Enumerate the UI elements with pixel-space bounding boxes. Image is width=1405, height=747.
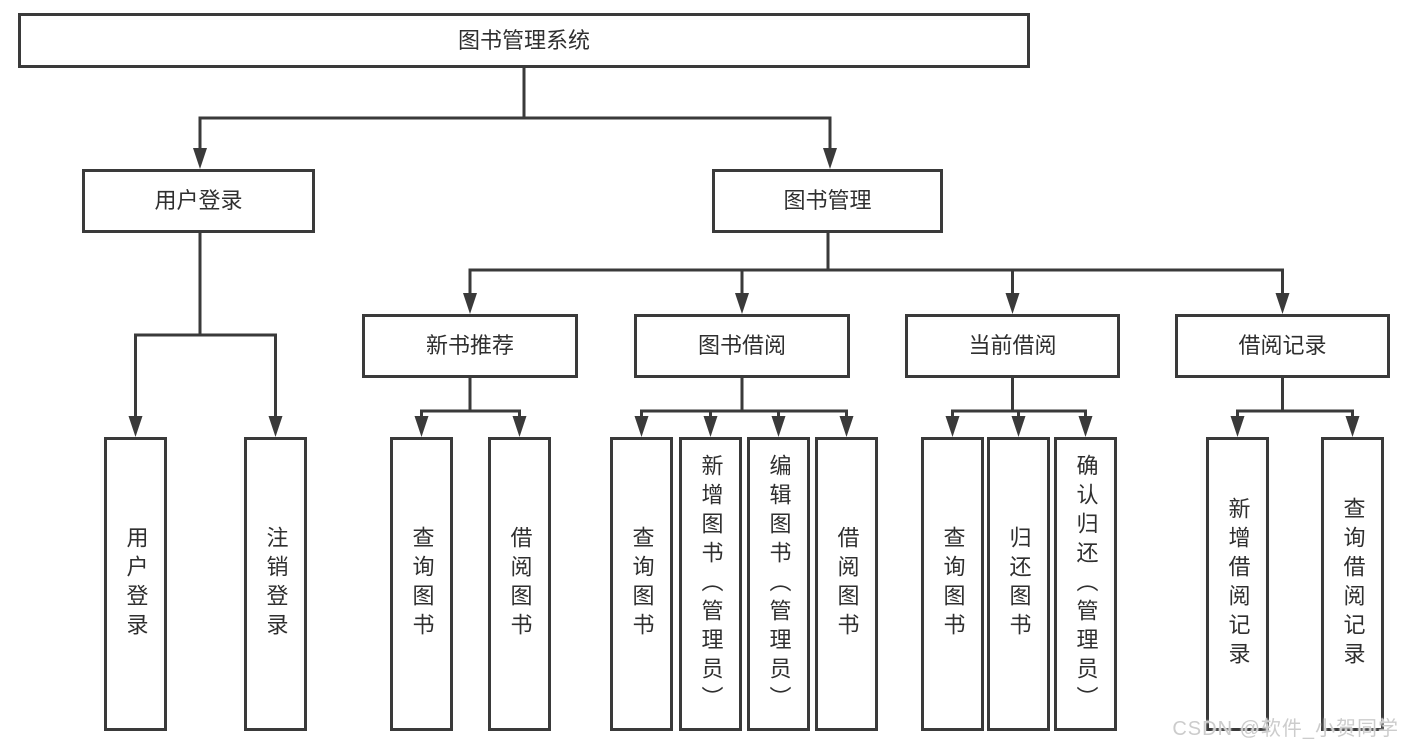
node-current-borrow: 当前借阅 [905,314,1120,378]
node-label: 编辑图书（管理员） [766,453,792,715]
node-label: 借阅图书 [834,526,860,642]
leaf-add-books-admin: 新增图书（管理员） [679,437,742,731]
connector-current-borrow-to-leaves [945,378,1093,437]
node-label: 查询图书 [629,526,655,642]
leaf-query-books-borrow: 查询图书 [610,437,673,731]
node-label: 用户登录 [154,188,243,213]
leaf-user-login: 用户登录 [104,437,167,731]
node-label: 借阅记录 [1238,333,1327,358]
node-label: 用户登录 [123,526,149,642]
connector-book-borrow-to-leaves [634,378,854,437]
node-label: 图书借阅 [697,333,786,358]
node-label: 查询图书 [409,526,435,642]
leaf-query-borrow-record: 查询借阅记录 [1321,437,1384,731]
csdn-watermark: CSDN @软件_小贺同学 [1172,718,1399,740]
node-label: 图书管理 [783,188,872,213]
leaf-add-borrow-record: 新增借阅记录 [1206,437,1269,731]
node-system-root: 图书管理系统 [18,13,1030,68]
node-user-login: 用户登录 [82,169,315,233]
node-label: 当前借阅 [968,333,1057,358]
node-label: 新书推荐 [425,333,514,358]
leaf-edit-books-admin: 编辑图书（管理员） [747,437,810,731]
connector-book-mgmt-to-level3 [463,233,1290,314]
leaf-logout-login: 注销登录 [244,437,307,731]
leaf-borrow-books-recommend: 借阅图书 [488,437,551,731]
leaf-query-books-recommend: 查询图书 [390,437,453,731]
leaf-confirm-return-admin: 确认归还（管理员） [1054,437,1117,731]
node-label: 查询图书 [940,526,966,642]
node-label: 注销登录 [263,526,289,642]
node-label: 新增借阅记录 [1225,497,1251,671]
node-book-management: 图书管理 [712,169,943,233]
node-label: 查询借阅记录 [1340,497,1366,671]
leaf-borrow-books: 借阅图书 [815,437,878,731]
connector-user-login-to-leaves [128,233,283,437]
node-label: 确认归还（管理员） [1073,453,1099,715]
node-label: 新增图书（管理员） [698,453,724,715]
connector-root-to-level2 [193,68,837,169]
leaf-query-books-current: 查询图书 [921,437,984,731]
node-label: 归还图书 [1006,526,1032,642]
node-new-book-recommend: 新书推荐 [362,314,578,378]
connector-borrow-records-to-leaves [1230,378,1360,437]
node-book-borrow: 图书借阅 [634,314,850,378]
node-label: 借阅图书 [507,526,533,642]
connector-new-book-rec-to-leaves [414,378,527,437]
node-label: 图书管理系统 [457,27,590,53]
leaf-return-books: 归还图书 [987,437,1050,731]
node-borrow-records: 借阅记录 [1175,314,1390,378]
